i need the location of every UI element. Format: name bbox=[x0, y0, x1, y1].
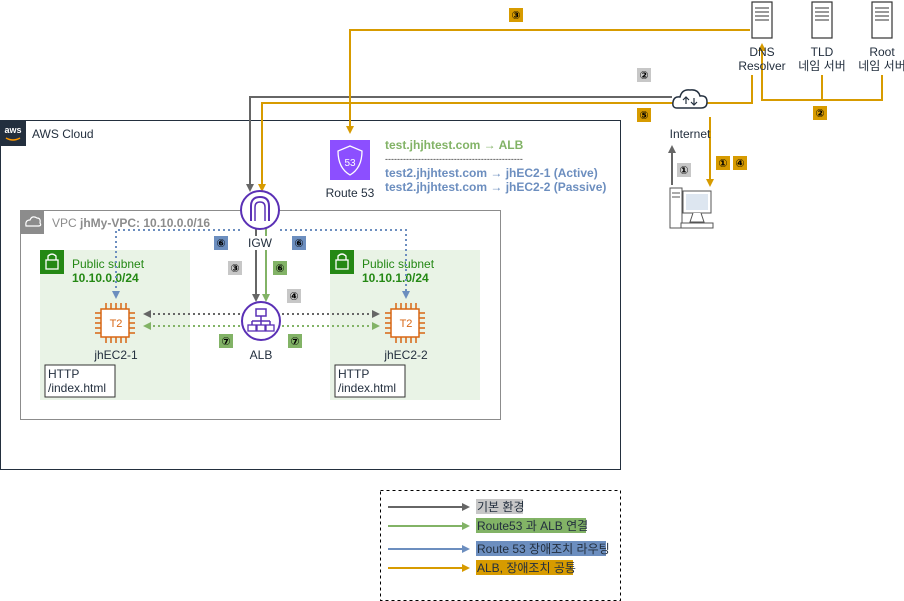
aws-logo-text: aws bbox=[4, 125, 21, 135]
ec2-2-chip-text: T2 bbox=[400, 318, 413, 330]
aws-logo-icon bbox=[0, 120, 26, 146]
vpc-label-name: jhMy-VPC: 10.10.0.0/16 bbox=[79, 216, 210, 230]
badge-1-orange: ① bbox=[718, 157, 727, 170]
ec2-chip-icon bbox=[95, 303, 135, 343]
ec2-1-label: jhEC2-1 bbox=[93, 348, 138, 362]
ec2-instance-1[interactable]: T2 jhEC2-1 bbox=[93, 303, 138, 362]
alb-label: ALB bbox=[250, 348, 273, 362]
record-separator: ----------------------------------------… bbox=[385, 154, 523, 164]
badge-3-top: ③ bbox=[511, 9, 520, 22]
server-icon bbox=[811, 1, 833, 39]
subnet-1-cidr: 10.10.0.0/24 bbox=[72, 271, 139, 285]
ec2-1-chip-text: T2 bbox=[110, 318, 123, 330]
igw-node[interactable]: IGW bbox=[240, 190, 280, 250]
desktop-computer-icon bbox=[669, 187, 714, 229]
badge-2-orange: ② bbox=[815, 107, 824, 120]
record-ec2-1: test2.jhjhtest.com → jhEC2-1 (Active) bbox=[385, 166, 598, 180]
record-ec2-2: test2.jhjhtest.com → jhEC2-2 (Passive) bbox=[385, 180, 606, 194]
vpc-label-prefix: VPC bbox=[52, 216, 80, 230]
server-3-line-1: Root bbox=[869, 45, 895, 59]
legend: 기본 환경 Route53 과 ALB 연결 Route 53 장애조치 라우팅… bbox=[380, 490, 621, 601]
internet-node[interactable]: Internet bbox=[670, 89, 711, 141]
flow-gray-internet-igw bbox=[246, 96, 672, 192]
legend-item-route53-failover: Route 53 장애조치 라우팅 bbox=[388, 541, 610, 556]
ec2-chip-icon bbox=[385, 303, 425, 343]
server-icon bbox=[751, 1, 773, 39]
ec2-instance-2[interactable]: T2 jhEC2-2 bbox=[383, 303, 428, 362]
ec2-2-label: jhEC2-2 bbox=[383, 348, 428, 362]
subnet-1-http-line-2: /index.html bbox=[48, 381, 106, 395]
badge-6-right: ⑥ bbox=[294, 237, 303, 250]
dns-resolver-server[interactable]: DNS Resolver bbox=[738, 1, 786, 73]
server-1-line-2: Resolver bbox=[738, 59, 785, 73]
vpc-group: VPC jhMy-VPC: 10.10.0.0/16 bbox=[20, 210, 501, 420]
legend-label-3: Route 53 장애조치 라우팅 bbox=[477, 542, 610, 556]
record-alb: test.jhjhtest.com → ALB bbox=[385, 138, 524, 152]
server-2-line-2: 네임 서버 bbox=[798, 59, 846, 73]
route53-label: Route 53 bbox=[326, 186, 375, 200]
badge-7-right: ⑦ bbox=[290, 335, 299, 348]
server-icon bbox=[871, 1, 893, 39]
route53-records: test.jhjhtest.com → ALB ----------------… bbox=[385, 138, 606, 194]
internet-label: Internet bbox=[670, 127, 711, 141]
tld-name-server[interactable]: TLD 네임 서버 bbox=[798, 1, 846, 73]
legend-label-2: Route53 과 ALB 연결 bbox=[477, 519, 588, 533]
alb-node[interactable]: ALB bbox=[241, 301, 281, 362]
client-computer[interactable] bbox=[669, 187, 714, 229]
flow-orange-resolver-igw bbox=[258, 75, 753, 192]
badge-1-gray: ① bbox=[679, 164, 688, 177]
flow-blue-igw-ec2-2 bbox=[280, 229, 410, 299]
badge-7-left: ⑦ bbox=[221, 335, 230, 348]
server-1-line-1: DNS bbox=[749, 45, 774, 59]
igw-label: IGW bbox=[248, 236, 273, 250]
badge-6-left: ⑥ bbox=[216, 237, 225, 250]
route53-icon-text: 53 bbox=[344, 158, 356, 169]
flow-blue-igw-ec2-1 bbox=[112, 229, 240, 299]
route53-node[interactable]: 53 Route 53 bbox=[326, 140, 375, 200]
flow-orange-resolver-route53 bbox=[346, 29, 750, 134]
step-badges: ③ ② ⑤ ② ① ① ④ ⑥ ⑥ ③ ⑥ ④ ⑦ ⑦ bbox=[214, 8, 827, 348]
aws-cloud-title: AWS Cloud bbox=[32, 127, 94, 141]
legend-item-basic: 기본 환경 bbox=[388, 499, 525, 514]
badge-4-orange: ④ bbox=[735, 157, 744, 170]
subnet-1-title: Public subnet bbox=[72, 257, 145, 271]
badge-6-green: ⑥ bbox=[275, 262, 284, 275]
badge-5: ⑤ bbox=[639, 109, 648, 122]
aws-cloud-group: aws AWS Cloud bbox=[0, 120, 621, 470]
svg-text:VPC jhMy-VPC: 10.10.0.0/16: VPC jhMy-VPC: 10.10.0.0/16 bbox=[52, 216, 210, 230]
subnet-2-http-line-1: HTTP bbox=[338, 367, 369, 381]
legend-label-4: ALB, 장애조치 공통 bbox=[477, 561, 576, 575]
root-name-server[interactable]: Root 네임 서버 bbox=[858, 1, 904, 73]
subnet-1-http-line-1: HTTP bbox=[48, 367, 79, 381]
server-2-line-1: TLD bbox=[811, 45, 834, 59]
subnet-2-title: Public subnet bbox=[362, 257, 435, 271]
legend-label-1: 기본 환경 bbox=[477, 500, 525, 514]
legend-item-alb-failover: ALB, 장애조치 공통 bbox=[388, 560, 576, 575]
badge-2-gray: ② bbox=[639, 69, 648, 82]
subnet-2-cidr: 10.10.1.0/24 bbox=[362, 271, 429, 285]
badge-4-gray: ④ bbox=[289, 290, 298, 303]
subnet-2-http-line-2: /index.html bbox=[338, 381, 396, 395]
internet-cloud-icon bbox=[672, 89, 708, 109]
legend-item-route53-alb: Route53 과 ALB 연결 bbox=[388, 518, 588, 533]
server-3-line-2: 네임 서버 bbox=[858, 59, 904, 73]
badge-3-gray: ③ bbox=[230, 262, 239, 275]
